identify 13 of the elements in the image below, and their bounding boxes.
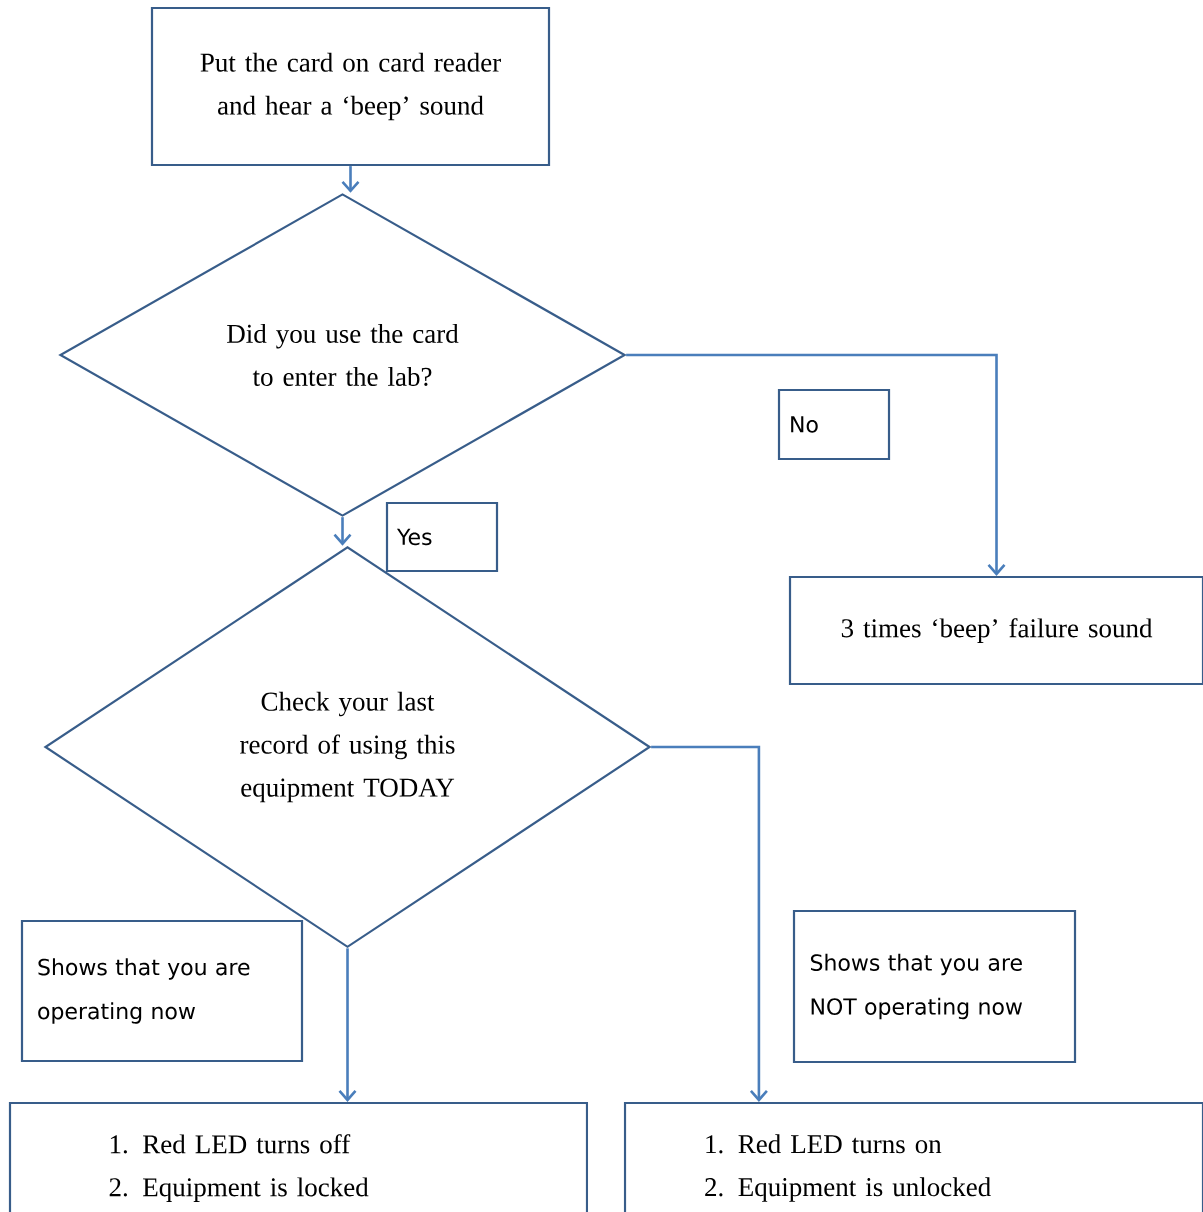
label-box: No (777, 388, 891, 461)
arrow (341, 166, 360, 193)
note-box: Shows that you are operating now (20, 919, 304, 1063)
result-box: 1. Red LED turns off 2. Equipment is locked (8, 1101, 589, 1212)
arrow (626, 353, 1006, 576)
process-box: Put the card on card reader and hear a ‘beep’ sound (150, 6, 551, 167)
arrow (651, 745, 768, 1102)
process-box: 3 times ‘beep’ failure sound (788, 575, 1203, 686)
label-box: Yes (385, 501, 499, 573)
result-box: 1. Red LED turns on 2. Equipment is unlocked (623, 1101, 1203, 1212)
note-box: Shows that you are NOT operating now (792, 909, 1077, 1064)
arrow (338, 948, 357, 1102)
arrow (333, 517, 352, 546)
